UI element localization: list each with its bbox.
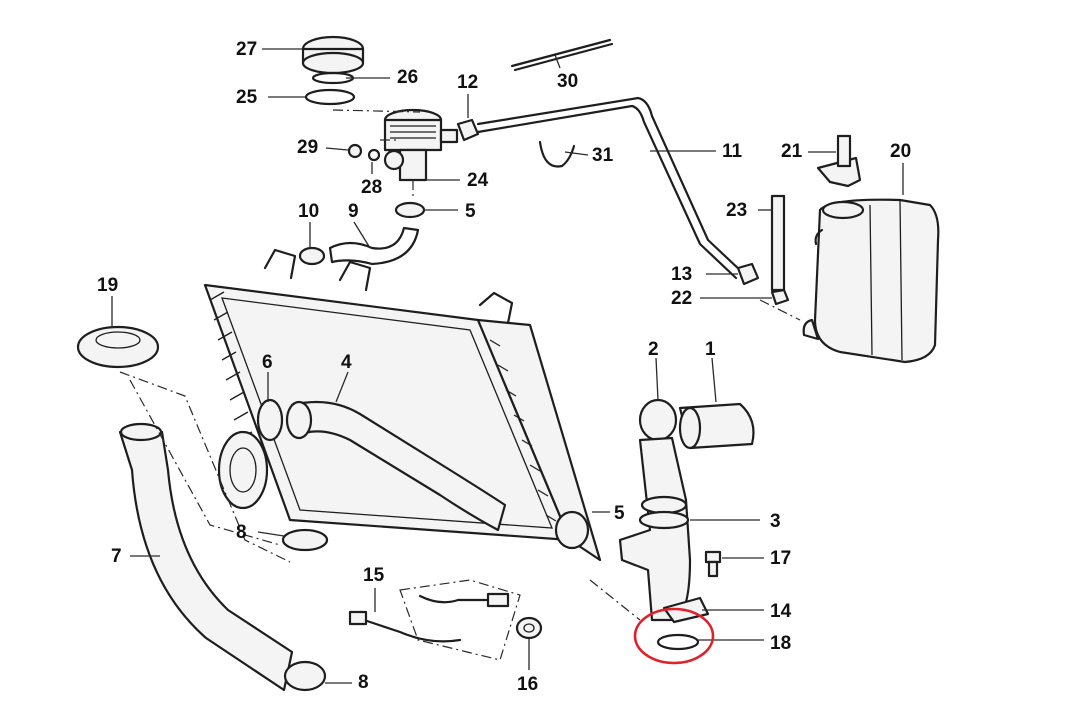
expansion-tank <box>802 198 940 364</box>
hose-clamp-12 <box>456 118 480 142</box>
label-part-23: 23 <box>726 200 748 221</box>
label-part-13: 13 <box>671 264 693 285</box>
label-part-25: 25 <box>236 87 258 108</box>
clamp-5-top <box>394 201 426 219</box>
dipstick-30 <box>510 38 612 68</box>
label-part-27: 27 <box>236 39 258 60</box>
bolt-17 <box>704 550 722 564</box>
label-part-5-side: 5 <box>614 503 625 524</box>
seal-ring-25 <box>304 88 356 106</box>
label-part-20: 20 <box>890 141 912 162</box>
label-part-22: 22 <box>671 288 693 309</box>
water-pipe-3 <box>618 436 692 622</box>
label-part-6: 6 <box>262 352 273 373</box>
highlight-circle <box>633 607 715 665</box>
clamp-8-lower <box>283 660 327 692</box>
clamp-22 <box>770 288 790 306</box>
label-part-8-lower: 8 <box>358 672 369 693</box>
label-part-2: 2 <box>648 339 659 360</box>
label-part-4: 4 <box>341 352 352 373</box>
label-part-12: 12 <box>457 72 479 93</box>
leader-lines <box>111 48 904 684</box>
clamp-10 <box>298 246 326 266</box>
filler-cap <box>301 35 365 75</box>
temperature-sensor-15 <box>348 592 510 643</box>
label-part-10: 10 <box>298 201 320 222</box>
label-part-5-top: 5 <box>465 201 476 222</box>
vent-hose-11 <box>476 96 744 274</box>
clamp-6 <box>256 398 284 442</box>
label-part-16: 16 <box>517 674 539 695</box>
washer-16 <box>515 616 543 640</box>
o-ring-18 <box>656 633 700 651</box>
label-part-26: 26 <box>397 67 419 88</box>
label-part-1: 1 <box>705 339 716 360</box>
label-part-7: 7 <box>111 546 122 567</box>
label-part-19: 19 <box>97 275 119 296</box>
label-part-17: 17 <box>770 548 792 569</box>
label-part-24: 24 <box>467 170 489 191</box>
label-part-11: 11 <box>722 141 743 162</box>
label-part-3: 3 <box>770 511 781 532</box>
label-part-30: 30 <box>557 71 579 92</box>
clamp-2 <box>638 398 678 442</box>
hose-9 <box>328 226 420 266</box>
label-part-9: 9 <box>348 201 359 222</box>
washer-28 <box>367 148 381 162</box>
label-part-31: 31 <box>592 145 614 166</box>
label-part-15: 15 <box>363 565 385 586</box>
clamp-13 <box>736 262 760 286</box>
thermostat-housing <box>383 108 459 182</box>
hose-4 <box>290 400 507 532</box>
label-part-29: 29 <box>297 137 319 158</box>
fitting-21 <box>836 134 852 168</box>
label-part-8-upper: 8 <box>236 522 247 543</box>
clip-31 <box>538 140 576 168</box>
nut-29 <box>347 143 363 159</box>
clamp-8-upper <box>281 528 329 552</box>
insulation-ring-19 <box>76 325 160 369</box>
label-part-21: 21 <box>781 141 803 162</box>
clamp-5-side <box>554 510 590 550</box>
assembly-lines <box>119 109 801 661</box>
label-part-14: 14 <box>770 601 792 622</box>
label-part-28: 28 <box>361 177 383 198</box>
label-part-18: 18 <box>770 633 792 654</box>
radiator <box>203 248 602 562</box>
hose-23 <box>770 194 786 292</box>
